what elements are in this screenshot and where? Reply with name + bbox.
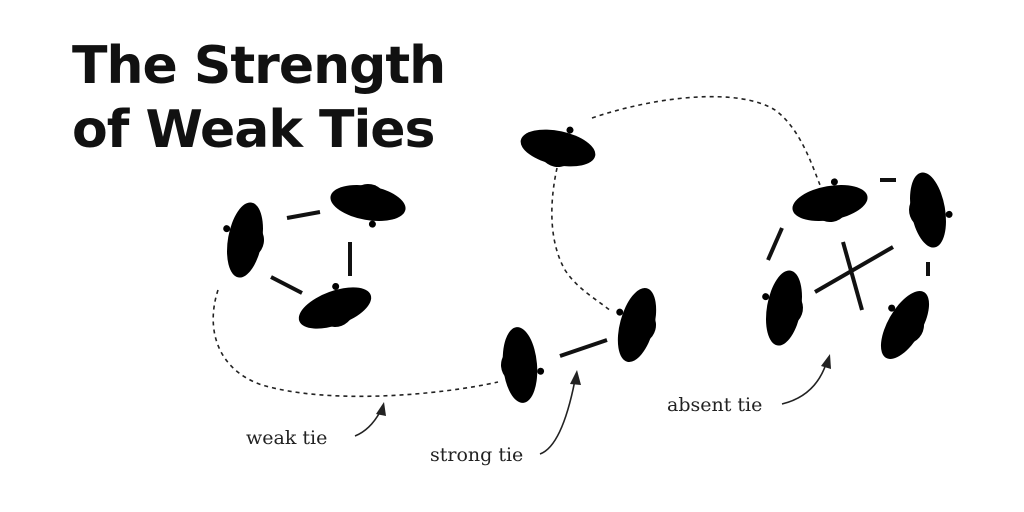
absent-tie-arrowhead	[821, 354, 831, 369]
person-right-d	[865, 280, 941, 368]
person-left-b	[326, 177, 409, 233]
strong-tie-left-1	[286, 210, 321, 220]
person-left-a	[215, 198, 271, 281]
strong-tie-left-3	[270, 275, 303, 295]
weak-tie-label: weak tie	[246, 427, 327, 449]
absent-tie-arrow	[781, 363, 827, 405]
person-left-c	[291, 272, 378, 339]
weak-tie-middle-curve	[551, 167, 613, 313]
title-line-1: The Strength	[72, 36, 446, 96]
person-top	[516, 117, 601, 175]
person-right-a	[788, 173, 871, 229]
strong-tie-arrowhead	[570, 370, 581, 385]
absent-tie-cross	[841, 241, 864, 311]
page-title: The Strength of Weak Ties	[72, 34, 446, 162]
absent-tie-label: absent tie	[667, 394, 762, 416]
strong-tie-label: strong tie	[430, 444, 523, 466]
person-middle-a	[497, 325, 547, 405]
person-right-b	[902, 168, 958, 251]
weak-tie-top-arc	[591, 95, 821, 186]
title-line-2: of Weak Ties	[72, 100, 436, 160]
person-right-c	[754, 266, 810, 349]
weak-tie-arrowhead	[376, 402, 386, 416]
person-middle-b	[604, 282, 666, 367]
weak-tie-arrow	[354, 411, 381, 437]
strong-tie-right-2	[766, 227, 784, 261]
weak-tie-left-curve	[212, 289, 499, 398]
strong-tie-right-4	[814, 245, 894, 294]
strong-tie-arrow	[539, 379, 576, 455]
strong-tie-middle	[559, 338, 608, 358]
